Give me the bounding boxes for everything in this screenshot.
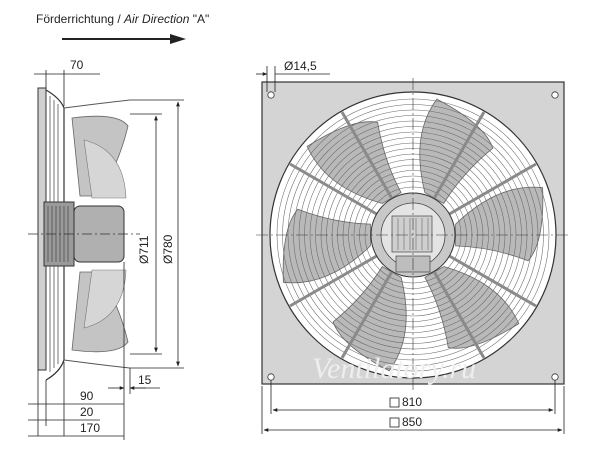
guard-strut [448,254,537,308]
hole-bottom-left-icon [267,373,275,381]
square-symbol-icon [389,417,400,428]
dim-plate-size: 850 [402,415,422,429]
fan-blade [332,265,407,372]
fan-blade [419,98,494,205]
fan-blade [306,121,402,204]
direction-en-label: Air Direction [124,12,190,26]
guard-strut [432,111,486,200]
square-symbol-icon [389,397,400,408]
dim-flange: 15 [138,373,152,387]
guard-strut [289,162,378,216]
guard-strut [340,270,394,359]
dim-hole-spacing: 810 [402,395,422,409]
guard-strut [289,254,378,308]
dim-total-depth: 170 [80,421,100,435]
dim-plate-size-group: 850 [389,415,422,429]
dim-inner-diameter: Ø711 [137,235,151,264]
dim-top-depth: 70 [70,58,84,72]
watermark: Ventilatory.ru [312,352,476,385]
hole-top-right-icon [551,91,559,99]
guard-strut [448,162,537,216]
side-dimension-lines [28,70,184,440]
direction-tag-label: "A" [192,12,210,26]
guard-ring [315,137,511,333]
front-view [256,78,570,392]
guard-strut [432,270,486,359]
hole-top-left-icon [267,91,275,99]
front-dimension-lines [256,66,565,434]
side-view [28,87,140,381]
dim-outer-diameter: Ø780 [161,234,175,264]
dim-hole-spacing-group: 810 [389,395,422,409]
air-direction-caption: Förderrichtung / Air Direction "A" [36,12,209,26]
dim-hole-diameter: Ø14,5 [284,59,317,73]
fan-blade [424,266,520,349]
air-direction-arrow-icon [62,34,186,44]
dim-offset: 20 [80,405,94,419]
dim-motor-depth: 90 [80,389,94,403]
direction-de-label: Förderrichtung / [36,12,121,26]
hole-bottom-right-icon [551,373,559,381]
guard-strut [340,111,394,200]
